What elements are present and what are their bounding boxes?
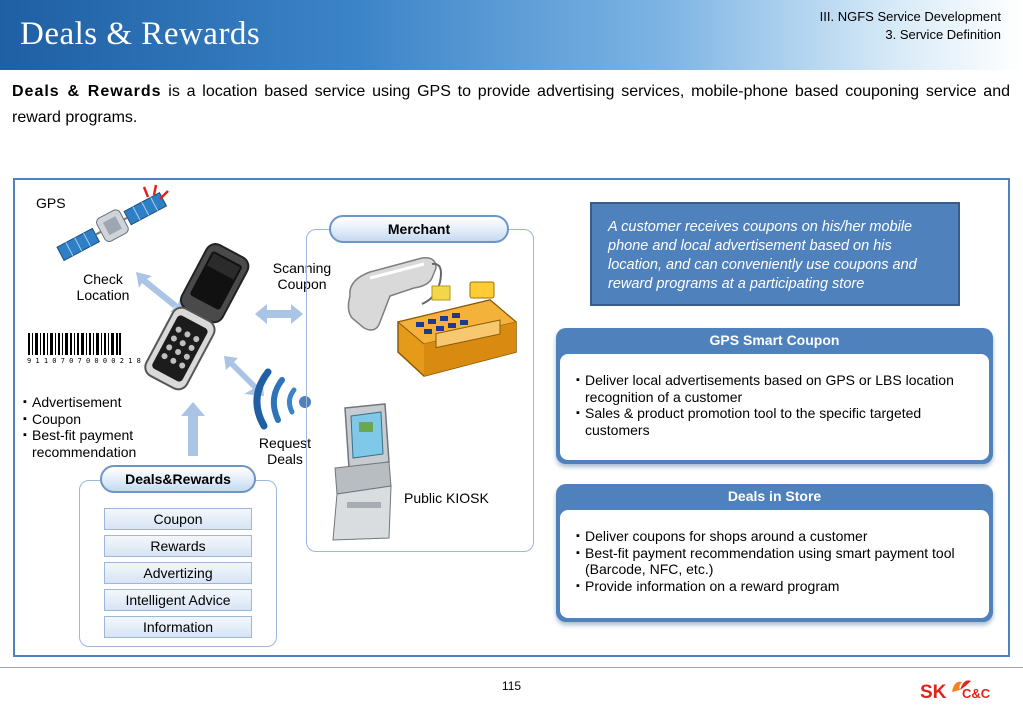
- request-line1: Request: [258, 435, 312, 451]
- menu-information[interactable]: Information: [104, 616, 252, 638]
- sk-cc-logo: SK C&C: [920, 678, 1010, 704]
- scanning-coupon-label: Scanning Coupon: [268, 260, 336, 292]
- merchant-devices: [347, 256, 518, 377]
- menu-advertizing[interactable]: Advertizing: [104, 562, 252, 584]
- satellite-icon: [56, 184, 169, 262]
- deals-in-store-title: Deals in Store: [727, 488, 822, 504]
- list-item: Best-fit payment recommendation using sm…: [576, 545, 976, 578]
- request-deals-label: Request Deals: [252, 435, 318, 467]
- list-item: Provide information on a reward program: [576, 578, 976, 595]
- merchant-title: Merchant: [329, 215, 509, 243]
- kiosk-label: Public KIOSK: [404, 490, 489, 506]
- scan-arrow-icon: [255, 304, 303, 324]
- barcode-icon: 9 1 1 0 7 0 7 0 0 0 0 2 1 8: [27, 333, 141, 367]
- list-item: Advertisement: [23, 394, 153, 411]
- list-item: Best-fit payment recommendation: [23, 427, 153, 460]
- list-item: Deliver local advertisements based on GP…: [576, 372, 976, 405]
- check-location-line2: Location: [76, 287, 130, 303]
- deals-rewards-title: Deals&Rewards: [100, 465, 256, 493]
- flip-phone-icon: [144, 243, 250, 391]
- gps-smart-coupon-title: GPS Smart Coupon: [709, 332, 840, 348]
- intro-bold: Deals & Rewards: [12, 83, 162, 100]
- scanning-line1: Scanning: [272, 260, 332, 276]
- up-arrow-icon: [181, 402, 205, 456]
- section-label: III. NGFS Service Development: [819, 9, 1001, 24]
- request-line2: Deals: [267, 451, 303, 467]
- barcode-scanner-icon: [347, 256, 442, 331]
- barcode-number: 9 1 1 0 7 0 7 0 0 0 0 2 1 8: [27, 357, 141, 365]
- logo-sk-text: SK: [920, 682, 947, 703]
- page-title: Deals & Rewards: [20, 16, 261, 52]
- gps-smart-coupon-list: Deliver local advertisements based on GP…: [576, 372, 976, 438]
- deals-in-store-list: Deliver coupons for shops around a custo…: [576, 528, 976, 594]
- gps-label: GPS: [36, 195, 66, 211]
- cash-register-icon: [396, 281, 518, 377]
- diagram-frame: [13, 178, 1010, 657]
- intro-text: is a location based service using GPS to…: [12, 83, 1011, 126]
- menu-coupon[interactable]: Coupon: [104, 508, 252, 530]
- footer-divider: [0, 667, 1023, 668]
- subsection-label: 3. Service Definition: [885, 27, 1001, 42]
- kiosk-icon: [332, 403, 392, 541]
- list-item: Coupon: [23, 411, 153, 428]
- summary-callout: A customer receives coupons on his/her m…: [590, 202, 960, 306]
- list-item: Sales & product promotion tool to the sp…: [576, 405, 976, 438]
- check-location-line1: Check: [83, 271, 123, 287]
- phone-feature-list: Advertisement Coupon Best-fit payment re…: [23, 394, 153, 460]
- check-location-label: Check Location: [74, 271, 132, 303]
- intro-paragraph: Deals & Rewards is a location based serv…: [12, 79, 1010, 131]
- menu-rewards[interactable]: Rewards: [104, 535, 252, 557]
- logo-cc-text: C&C: [962, 686, 991, 701]
- list-item: Deliver coupons for shops around a custo…: [576, 528, 976, 545]
- menu-intelligent-advice[interactable]: Intelligent Advice: [104, 589, 252, 611]
- butterfly-icon: [952, 680, 971, 692]
- header-banner: Deals & Rewards: [0, 0, 1023, 70]
- scanning-line2: Coupon: [277, 276, 327, 292]
- page-number: 115: [501, 679, 522, 693]
- wireless-signal-icon: [253, 368, 311, 430]
